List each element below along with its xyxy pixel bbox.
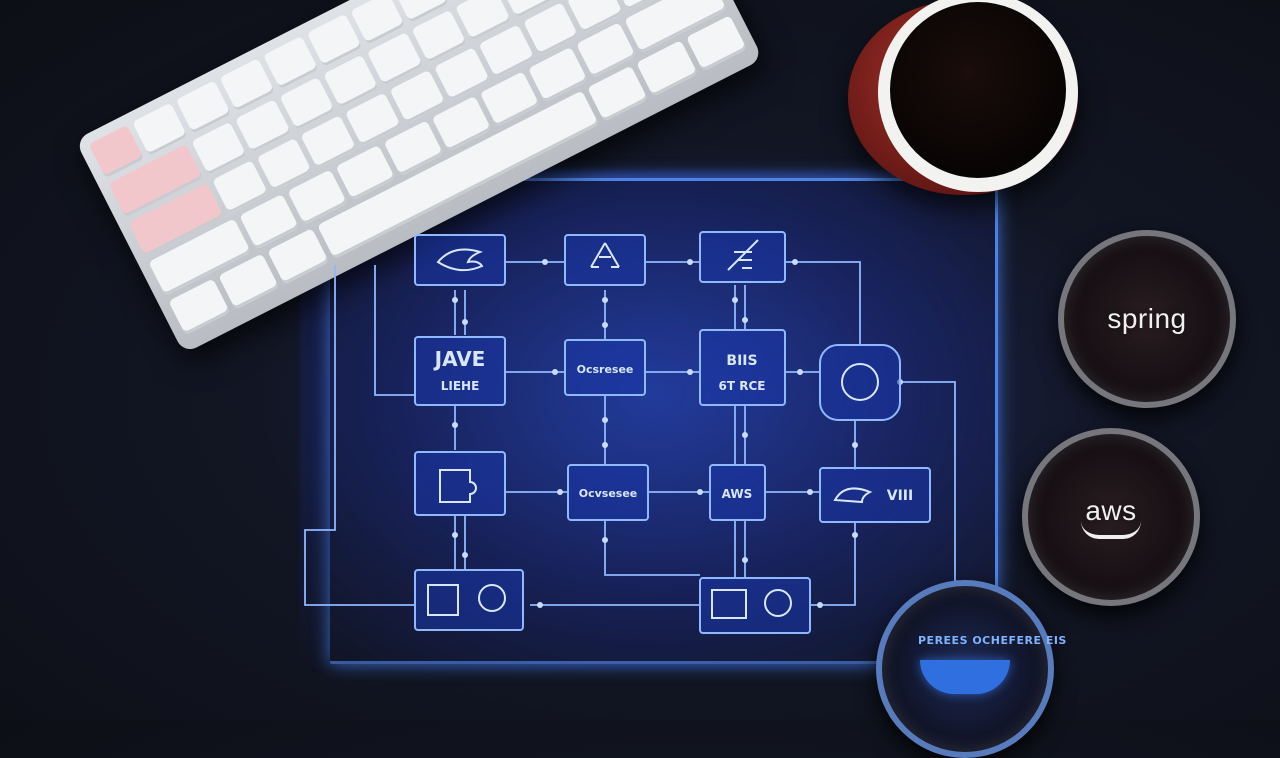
db-icon xyxy=(841,363,879,401)
node-puzzle xyxy=(414,451,506,516)
node-center-top-label: Ocsresee xyxy=(577,363,634,376)
aws-logo: aws xyxy=(1081,495,1141,539)
disk-icon xyxy=(478,584,506,612)
network-icon xyxy=(590,242,620,268)
node-right-bottom-label: VIII xyxy=(887,488,913,504)
node-center-top xyxy=(564,339,646,396)
cloud-icon xyxy=(833,487,873,504)
node-java-subtitle: LIEHE xyxy=(441,379,480,393)
diagram-dots xyxy=(452,259,903,608)
puzzle-icon xyxy=(439,469,477,503)
aws-jar: aws xyxy=(1022,428,1200,606)
node-right-bottom xyxy=(819,467,931,523)
node-mid-bottom xyxy=(567,464,649,521)
cube-icon xyxy=(427,584,459,616)
coffee xyxy=(890,2,1066,178)
gear-icon xyxy=(764,589,792,617)
node-storage xyxy=(414,569,524,631)
node-right-top xyxy=(699,329,786,406)
flowchart-diagram: JAVE LIEHE Ocsresee BIIS 6T RCE Ocvsesee… xyxy=(304,231,956,634)
glow-frame xyxy=(330,178,998,664)
diagram-connectors xyxy=(304,261,956,606)
bird-icon xyxy=(436,248,484,272)
node-java-title: JAVE xyxy=(433,347,486,371)
node-right-top-subtitle: 6T RCE xyxy=(719,379,766,393)
node-containers xyxy=(699,577,811,634)
node-aws-label: AWS xyxy=(722,487,753,501)
node-network xyxy=(564,234,646,286)
node-java xyxy=(414,336,506,406)
spring-jar-label: spring xyxy=(1107,303,1187,334)
node-aws xyxy=(709,464,766,521)
node-right-top-title: BIIS xyxy=(726,353,757,369)
feather-icon xyxy=(727,239,759,271)
aws-smile-icon xyxy=(1081,521,1141,539)
node-feather xyxy=(699,231,786,283)
node-db xyxy=(819,344,901,421)
docker-jar-text: PEREES OCHEFERE EIS xyxy=(918,634,1067,647)
container-icon xyxy=(711,589,747,619)
desk-scene: JAVE LIEHE Ocsresee BIIS 6T RCE Ocvsesee… xyxy=(75,0,1236,758)
node-bird-logo xyxy=(414,234,506,286)
node-mid-bottom-label: Ocvsesee xyxy=(579,487,638,500)
spring-jar: spring xyxy=(1058,230,1236,408)
